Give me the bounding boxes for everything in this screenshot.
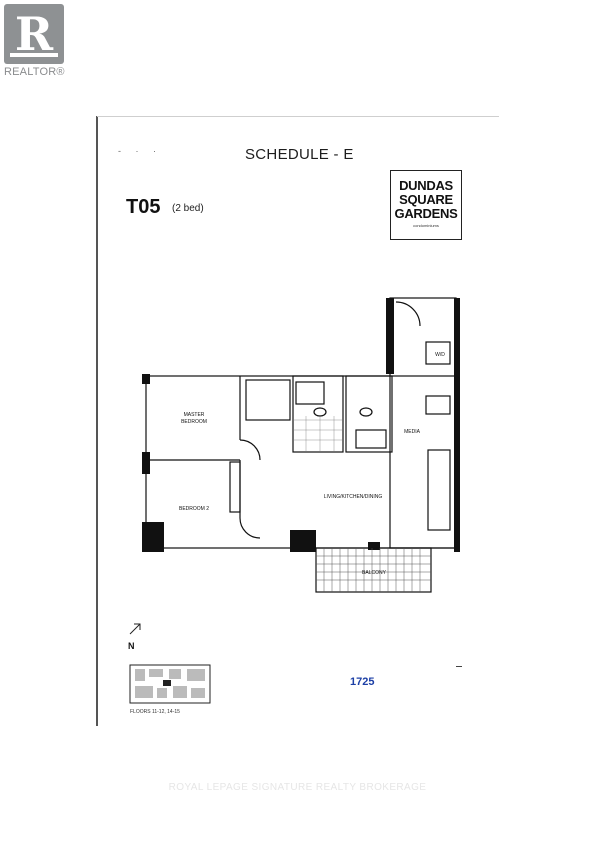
building-logo: DUNDAS SQUARE GARDENS condominiums <box>390 170 462 240</box>
building-logo-line: GARDENS <box>394 206 458 221</box>
realtor-logo: R <box>4 4 64 64</box>
unit-number: 1725 <box>350 676 375 688</box>
realtor-wordmark: REALTOR® <box>4 66 65 78</box>
room-label-master: BEDROOM <box>181 419 207 425</box>
sheet-top-edge <box>97 116 499 117</box>
building-logo-line: DUNDAS <box>399 178 453 193</box>
floors-note: FLOORS 11-12, 14-15 <box>130 709 180 715</box>
building-logo-line: SQUARE <box>399 192 453 207</box>
key-plan <box>129 664 211 704</box>
floor-plan-drawing: MASTER BEDROOM BEDROOM 2 LIVING/KITCHEN/… <box>142 297 460 593</box>
room-label-living: LIVING/KITCHEN/DINING <box>324 494 383 500</box>
sheet-edge <box>96 116 98 726</box>
unit-code: T05 <box>126 196 161 218</box>
schedule-title: SCHEDULE - E <box>245 146 354 163</box>
room-label-master: MASTER <box>184 412 205 418</box>
realtor-logo-bar <box>10 53 58 57</box>
building-logo-sub: condominiums <box>413 223 439 228</box>
unit-type: (2 bed) <box>172 203 204 214</box>
scan-tick <box>456 666 462 667</box>
brokerage-watermark: ROYAL LEPAGE SIGNATURE REALTY BROKERAGE <box>168 782 427 793</box>
scan-marks: - · · <box>118 146 162 156</box>
room-label-wd: W/D <box>435 352 445 358</box>
room-label-media: MEDIA <box>404 429 421 435</box>
north-arrow-icon: N <box>128 623 141 651</box>
room-label-bedroom2: BEDROOM 2 <box>179 506 209 512</box>
realtor-r-icon: R <box>14 7 54 61</box>
north-label: N <box>128 641 135 651</box>
room-label-balcony: BALCONY <box>362 570 387 576</box>
